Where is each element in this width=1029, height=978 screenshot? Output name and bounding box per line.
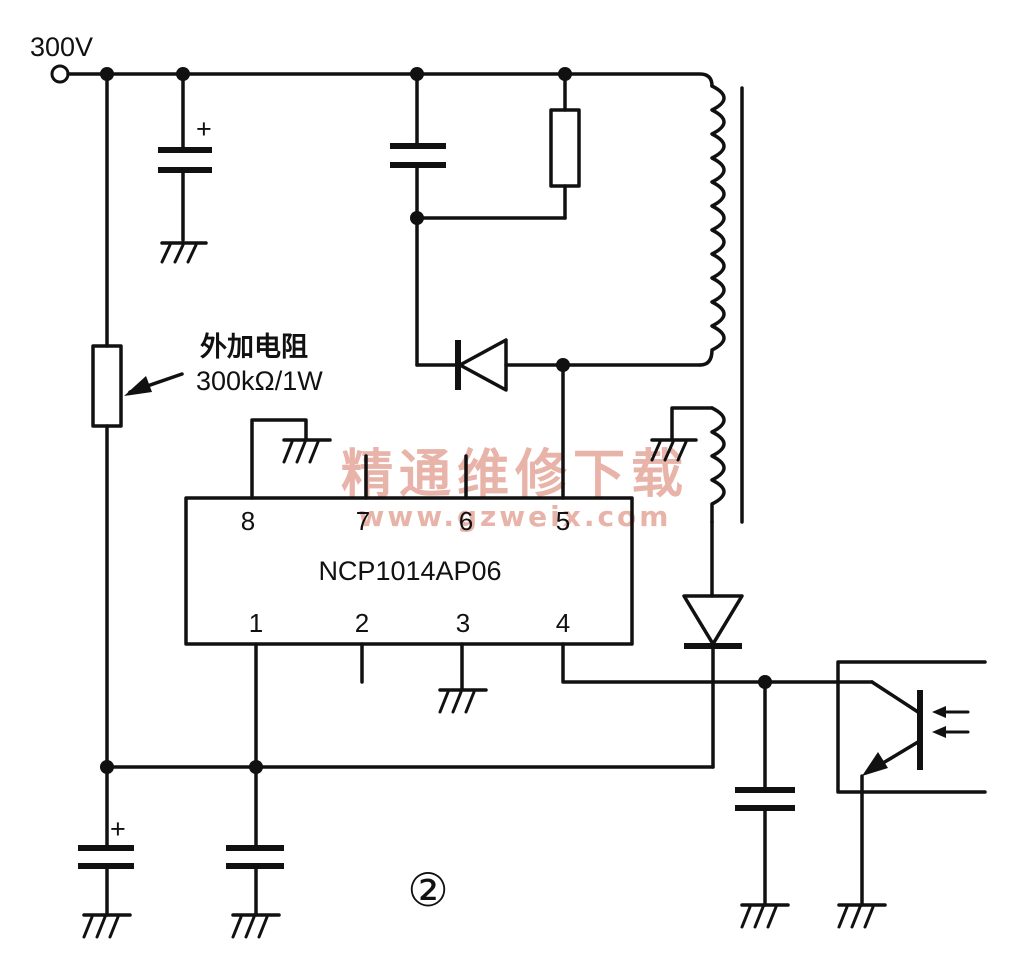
feedback-capacitor: [735, 675, 795, 929]
ground-icon: [740, 903, 790, 929]
ground-icon: [231, 913, 281, 939]
input-rail: 300V: [30, 32, 714, 88]
transformer: [650, 84, 744, 769]
ground-icon: [282, 438, 332, 464]
arrow-head-icon: [124, 376, 152, 396]
ground-icon: [837, 903, 887, 929]
bulk-capacitor: +: [158, 72, 212, 264]
primary-winding: [698, 84, 726, 367]
watermark: 精通维修下载 www.gzweix.com: [341, 445, 689, 533]
ground-icon: [650, 438, 698, 462]
external-resistor: 外加电阻 300kΩ/1W: [91, 72, 323, 769]
snubber-network: [390, 72, 702, 500]
pin-3-label: 3: [456, 608, 470, 638]
snubber-resistor: [549, 108, 581, 188]
clamp-diode: [458, 338, 508, 392]
pin1-capacitor: [226, 765, 284, 939]
pin-5-label: 5: [556, 506, 570, 536]
watermark-title: 精通维修下载: [341, 445, 689, 505]
input-terminal: [50, 64, 70, 84]
pin-1-label: 1: [249, 608, 263, 638]
polarity-plus: +: [110, 814, 126, 844]
resistor-value-label: 300kΩ/1W: [196, 366, 323, 396]
emitter-arrow-icon: [862, 752, 888, 776]
ic-ncp1014: NCP1014AP06 8 7 6 5 1 2 3 4: [184, 418, 840, 769]
ground-icon: [82, 913, 132, 939]
vcc-bus: [100, 760, 715, 774]
auxiliary-winding: [710, 406, 726, 524]
ic-part-number: NCP1014AP06: [318, 556, 501, 586]
pin-6-label: 6: [459, 506, 473, 536]
pin-2-label: 2: [355, 608, 369, 638]
figure-number: ②: [407, 863, 448, 917]
ground-icon: [438, 688, 488, 714]
pin-4-label: 4: [556, 608, 570, 638]
light-arrows-icon: [932, 706, 970, 738]
polarity-plus: +: [196, 114, 212, 144]
input-voltage-label: 300V: [30, 32, 93, 62]
resistor-name-label: 外加电阻: [200, 332, 308, 363]
ground-icon: [160, 241, 208, 264]
aux-diode: [682, 594, 744, 646]
pin-8-label: 8: [241, 506, 255, 536]
pin-7-label: 7: [356, 506, 370, 536]
optocoupler: [836, 660, 987, 929]
vcc-capacitor: +: [78, 765, 134, 939]
watermark-url: www.gzweix.com: [359, 500, 672, 533]
